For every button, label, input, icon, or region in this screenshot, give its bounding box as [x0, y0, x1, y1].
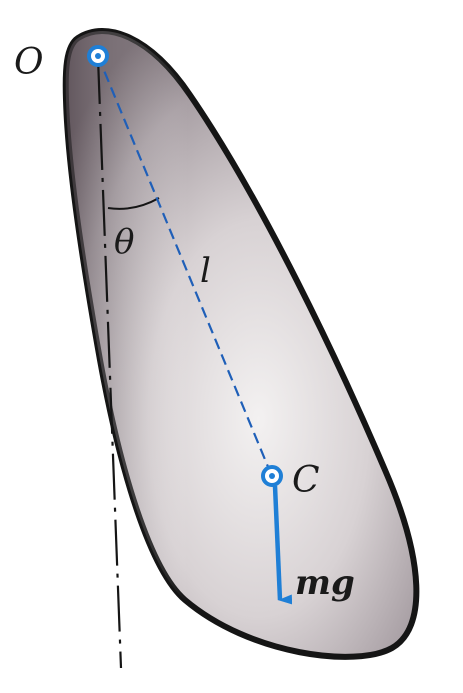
- weight-arrow: [272, 485, 293, 605]
- weight-label: mg: [295, 563, 355, 603]
- pivot-to-center-line: [96, 55, 273, 475]
- angle-label: θ: [114, 222, 134, 262]
- vertical-reference-line: [96, 57, 123, 669]
- pivot-label: O: [14, 42, 44, 83]
- center-of-mass-label: C: [292, 460, 320, 501]
- angle-arc: [107, 197, 160, 210]
- rigid-body-shading: [65, 31, 417, 657]
- center-of-mass-core: [269, 473, 275, 479]
- length-label: l: [200, 251, 211, 291]
- pivot-point-core: [95, 53, 101, 59]
